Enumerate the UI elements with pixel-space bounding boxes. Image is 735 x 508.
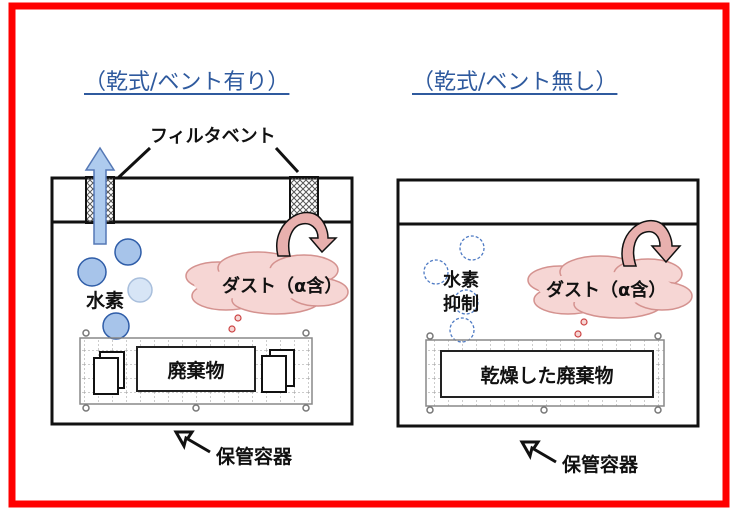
filter-vent-pointer-right <box>274 146 300 174</box>
right-waste-label: 乾燥した廃棄物 <box>440 350 654 398</box>
dust-particle <box>234 314 242 322</box>
dust-particle <box>574 330 582 338</box>
vent-up-arrow <box>84 146 116 245</box>
right-container-arrow <box>519 440 557 464</box>
filter-vent-pointer-left <box>116 146 152 180</box>
rack-wheels <box>426 332 662 414</box>
left-waste-drums <box>93 349 295 395</box>
left-waste-label: 廃棄物 <box>136 346 256 392</box>
left-container-arrow <box>173 430 211 454</box>
suppressed-hydrogen-bubble <box>449 317 475 343</box>
outer-red-frame <box>8 2 730 508</box>
left-title: （乾式/ベント有り） <box>84 70 290 95</box>
hydrogen-bubble <box>114 238 142 266</box>
hydrogen-bubble <box>77 257 107 287</box>
right-dust-label: ダスト（α含） <box>546 280 667 301</box>
hydrogen-bubble <box>127 277 153 303</box>
right-hydrogen-label-line2: 抑制 <box>443 294 479 315</box>
left-curved-arrow <box>275 211 338 257</box>
left-hydrogen-label: 水素 <box>86 290 125 312</box>
left-dust-cloud <box>185 251 349 315</box>
right-container <box>396 178 700 464</box>
suppressed-hydrogen-bubble <box>459 235 485 261</box>
filter-vent-label: フィルタベント <box>150 126 276 147</box>
left-container-label: 保管容器 <box>216 446 293 468</box>
rack-wheels <box>82 329 310 412</box>
dust-particle <box>228 325 236 333</box>
right-curved-arrow <box>621 219 682 267</box>
right-container-label: 保管容器 <box>562 454 639 476</box>
right-hydrogen-label-line1: 水素 <box>443 270 479 291</box>
suppressed-hydrogen-bubble <box>453 289 479 315</box>
hydrogen-bubble <box>102 312 130 340</box>
left-dust-label: ダスト（α含） <box>222 276 343 297</box>
right-title: （乾式/ベント無し） <box>412 70 618 95</box>
dust-particle <box>580 318 588 326</box>
suppressed-hydrogen-bubble <box>423 259 449 285</box>
